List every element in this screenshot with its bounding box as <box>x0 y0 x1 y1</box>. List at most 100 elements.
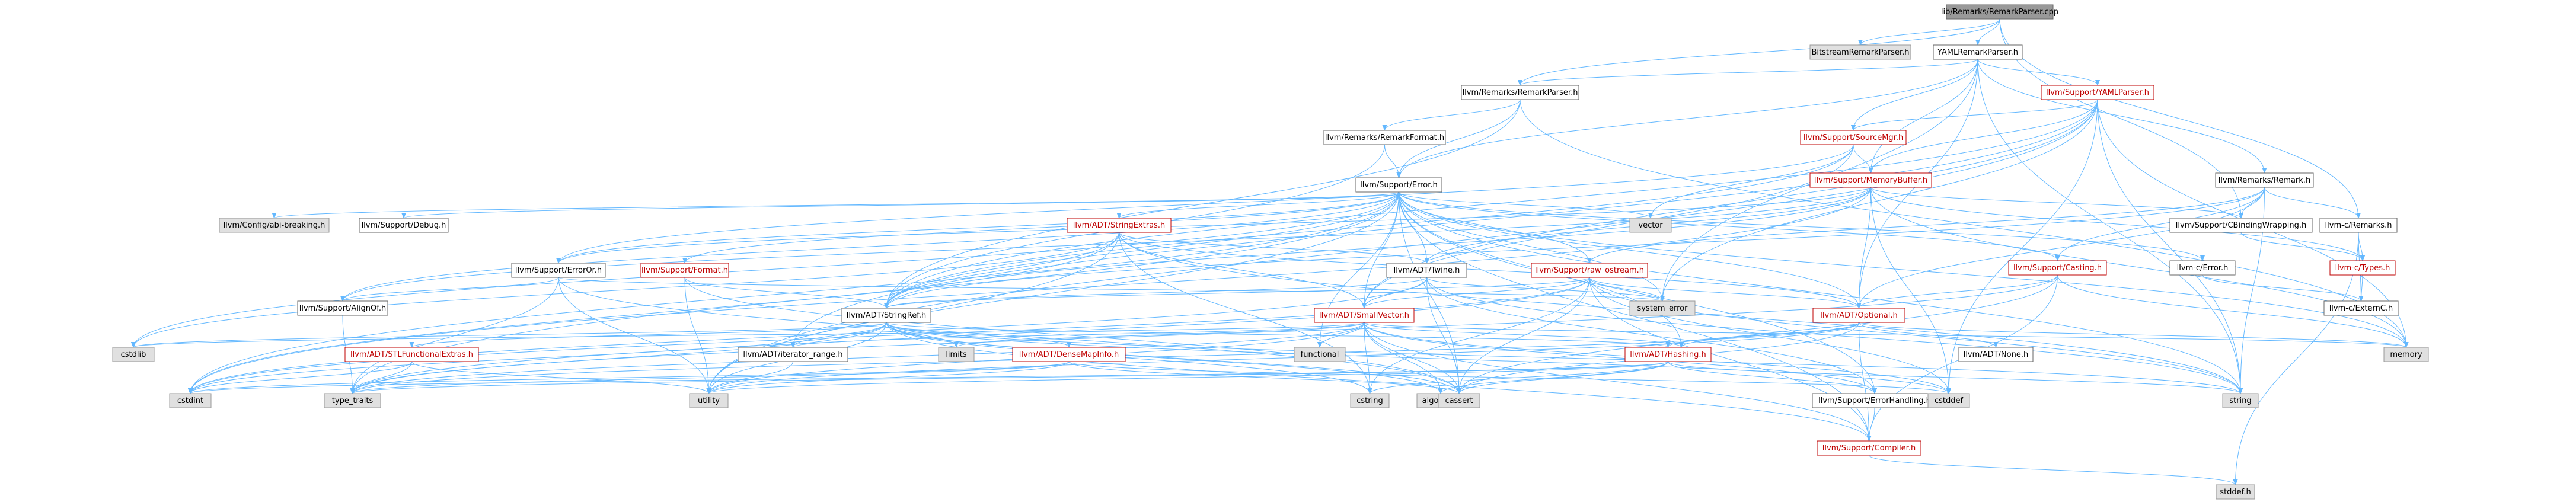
node-stlfunc[interactable]: llvm/ADT/STLFunctionalExtras.h <box>344 347 479 362</box>
node-format[interactable]: llvm/Support/Format.h <box>640 263 729 278</box>
node-box <box>511 263 606 278</box>
node-string: string <box>2222 393 2259 408</box>
edge-stringextras-to-cstdlib <box>131 232 1119 348</box>
node-cassert: cassert <box>1438 393 1480 408</box>
node-errorhandling[interactable]: llvm/Support/ErrorHandling.h <box>1812 393 1937 408</box>
node-label: llvm/Support/Debug.h <box>362 221 446 230</box>
node-box <box>219 218 330 233</box>
node-label: vector <box>1638 221 1663 230</box>
edge-error-to-configabi <box>272 191 1399 219</box>
node-label: llvm/Support/CBindingWrapping.h <box>2176 221 2307 230</box>
edge-sourcemgr-to-memorybuffer <box>1853 144 1873 174</box>
edge-densemapinfo-to-cassert <box>1068 361 1461 394</box>
edge-rawostream-to-smallvector <box>1362 277 1590 309</box>
node-stringref[interactable]: llvm/ADT/StringRef.h <box>841 308 931 323</box>
edge-memorybuffer-to-cstddef <box>1870 187 1951 394</box>
node-densemapinfo[interactable]: llvm/ADT/DenseMapInfo.h <box>1012 347 1126 362</box>
node-sourcemgr[interactable]: llvm/Support/SourceMgr.h <box>1800 130 1907 145</box>
node-box <box>689 393 729 408</box>
edge-smallvector-to-cstring <box>1364 322 1372 394</box>
node-twine[interactable]: llvm/ADT/Twine.h <box>1386 263 1467 278</box>
edge-memorybuffer-to-erroror <box>556 187 1871 264</box>
node-label: llvm/Support/AlignOf.h <box>299 304 387 313</box>
node-errorc[interactable]: llvm-c/Error.h <box>2169 260 2236 276</box>
node-optional[interactable]: llvm/ADT/Optional.h <box>1812 308 1905 323</box>
edge-error-to-optional <box>1399 191 1862 309</box>
edge-twine-to-stringref <box>884 277 1427 309</box>
edge-hashing-to-errorhandling <box>1668 361 1877 394</box>
edge-remark-to-optional <box>1856 187 2265 309</box>
node-box <box>2323 300 2399 316</box>
edge-stringextras-to-optional <box>1119 232 1862 309</box>
node-memory: memory <box>2383 347 2429 362</box>
node-label: llvm/Support/ErrorOr.h <box>515 266 602 275</box>
node-rawostream[interactable]: llvm/Support/raw_ostream.h <box>1531 263 1648 278</box>
edge-remark-to-cremarks <box>2264 187 2361 219</box>
node-ctypes[interactable]: llvm-c/Types.h <box>2329 260 2396 276</box>
node-box <box>1386 263 1467 278</box>
edge-cremarks-to-stddef <box>2233 232 2359 485</box>
node-erroror[interactable]: llvm/Support/ErrorOr.h <box>511 263 606 278</box>
node-label: llvm/Remarks/RemarkParser.h <box>1463 88 1578 97</box>
node-label: llvm/ADT/DenseMapInfo.h <box>1019 350 1119 359</box>
node-cbinding[interactable]: llvm/Support/CBindingWrapping.h <box>2169 218 2313 233</box>
node-box <box>1624 347 1712 362</box>
node-label: llvm/Config/abi-breaking.h <box>224 221 325 230</box>
node-remarkformat[interactable]: llvm/Remarks/RemarkFormat.h <box>1323 130 1446 145</box>
edge-stringextras-to-cstdint <box>188 232 1119 394</box>
node-box <box>2319 218 2398 233</box>
node-label: limits <box>946 350 967 359</box>
edge-densemapinfo-to-cstddef <box>1068 361 1951 394</box>
node-yamlremark[interactable]: YAMLRemarkParser.h <box>1933 44 2023 60</box>
edge-casting-to-cassert <box>1457 274 2058 394</box>
node-bitstream: BitstreamRemarkParser.h <box>1809 44 1911 60</box>
node-remark[interactable]: llvm/Remarks/Remark.h <box>2215 172 2314 188</box>
edge-hashing-to-typetraits <box>350 361 1668 394</box>
node-box <box>1294 347 1346 362</box>
node-label: llvm/ADT/iterator_range.h <box>743 350 842 359</box>
edge-root-to-bitstream <box>1858 18 2000 46</box>
edge-errorc-to-externc <box>2202 274 2364 302</box>
node-box <box>1629 300 1696 316</box>
node-externc[interactable]: llvm-c/ExternC.h <box>2323 300 2399 316</box>
edge-stringref-to-iterrange <box>790 322 887 348</box>
node-box <box>738 347 848 362</box>
edge-error-to-casting <box>1399 191 2060 261</box>
edge-error-to-cstdlib <box>131 191 1399 348</box>
node-memorybuffer[interactable]: llvm/Support/MemoryBuffer.h <box>1809 172 1932 188</box>
node-debug[interactable]: llvm/Support/Debug.h <box>359 218 449 233</box>
node-label: cstddef <box>1935 397 1964 405</box>
node-casting[interactable]: llvm/Support/Casting.h <box>2008 260 2107 276</box>
node-stringextras[interactable]: llvm/ADT/StringExtras.h <box>1067 218 1172 233</box>
node-error[interactable]: llvm/Support/Error.h <box>1355 177 1442 193</box>
edge-stringextras-to-smallvector <box>1119 232 1367 309</box>
node-label: string <box>2229 397 2251 405</box>
edge-stlfunc-to-cstdint <box>188 361 412 394</box>
edge-error-to-cstdint <box>188 191 1399 394</box>
edge-memorybuffer-to-ctypes <box>1870 187 2365 261</box>
edge-smallvector-to-limits <box>954 322 1365 348</box>
edge-sourcemgr-to-erroror <box>556 144 1854 264</box>
node-remarkparser[interactable]: llvm/Remarks/RemarkParser.h <box>1461 85 1579 100</box>
node-yamlparser[interactable]: llvm/Support/YAMLParser.h <box>2041 85 2154 100</box>
node-alignof[interactable]: llvm/Support/AlignOf.h <box>297 300 388 316</box>
node-box <box>1012 347 1126 362</box>
node-iterrange[interactable]: llvm/ADT/iterator_range.h <box>738 347 848 362</box>
node-label: llvm/ADT/Hashing.h <box>1630 350 1706 359</box>
node-label: cassert <box>1445 397 1473 405</box>
node-cremarks[interactable]: llvm-c/Remarks.h <box>2319 218 2398 233</box>
node-none[interactable]: llvm/ADT/None.h <box>1958 347 2034 362</box>
edge-rawostream-to-systemerror <box>1589 277 1665 302</box>
edge-yamlparser-to-memorybuffer <box>1868 99 2098 174</box>
edge-rawostream-to-stringref <box>884 277 1590 309</box>
edge-error-to-utility <box>706 191 1399 394</box>
node-root: lib/Remarks/RemarkParser.cpp <box>1941 4 2058 20</box>
node-hashing[interactable]: llvm/ADT/Hashing.h <box>1624 347 1712 362</box>
node-compiler[interactable]: llvm/Support/Compiler.h <box>1817 440 1921 456</box>
edge-remark-to-stringref <box>884 187 2265 309</box>
edge-yamlparser-to-iterrange <box>790 99 2098 348</box>
node-smallvector[interactable]: llvm/ADT/SmallVector.h <box>1314 308 1415 323</box>
node-box <box>324 393 381 408</box>
edge-smallvector-to-cstdlib <box>131 322 1365 348</box>
node-box <box>1800 130 1907 145</box>
